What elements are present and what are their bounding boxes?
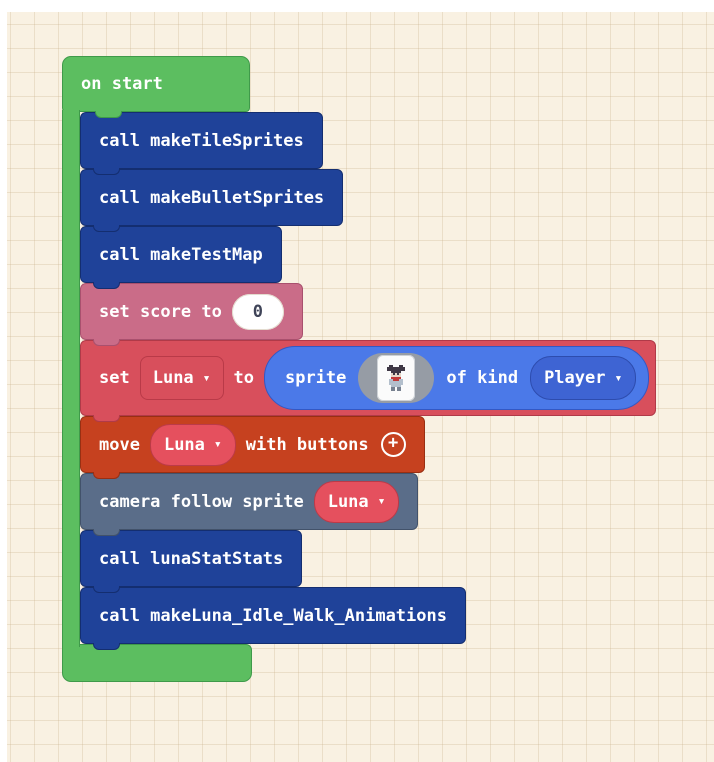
chevron-down-icon: ▾ — [202, 370, 211, 386]
on-start-label: on start — [81, 74, 163, 94]
on-start-bottom-bar[interactable] — [62, 644, 252, 682]
chevron-down-icon: ▾ — [614, 370, 623, 386]
block-tab — [93, 586, 120, 593]
call-maketestmap-block[interactable]: call makeTestMap — [80, 226, 282, 289]
pixel-sprite-icon — [387, 365, 406, 391]
call-makebulletsprites-block[interactable]: call makeBulletSprites — [80, 169, 344, 232]
call-label: call makeTestMap — [99, 244, 263, 265]
of-kind-label: of kind — [446, 368, 519, 388]
call-lunastatstats-block[interactable]: call lunaStatStats — [80, 530, 303, 593]
block-tab — [95, 111, 122, 118]
camera-follow-label: camera follow sprite — [99, 491, 304, 512]
with-buttons-label: with buttons — [245, 434, 369, 455]
camera-follow-block[interactable]: camera follow sprite Luna ▾ — [80, 473, 419, 536]
variable-dropdown[interactable]: Luna ▾ — [139, 356, 224, 400]
sprite-kind-value: Player — [544, 368, 606, 388]
variable-pill-dropdown[interactable]: Luna ▾ — [313, 480, 400, 523]
sprite-reporter-block[interactable]: sprite — [263, 346, 650, 410]
call-maketilesprites-block[interactable]: call makeTileSprites — [80, 112, 323, 175]
expand-plus-icon[interactable]: + — [380, 432, 406, 457]
call-label: call makeBulletSprites — [99, 187, 325, 208]
variable-name: Luna — [152, 368, 194, 388]
on-start-block[interactable]: on start — [62, 56, 250, 118]
block-tab — [93, 282, 120, 289]
plus-glyph: + — [387, 433, 399, 453]
set-score-label: set score to — [99, 301, 222, 322]
block-tab — [93, 168, 120, 175]
variable-name: Luna — [163, 434, 205, 455]
sprite-image-thumbnail[interactable] — [377, 355, 416, 401]
sprite-label: sprite — [284, 368, 347, 388]
chevron-down-icon: ▾ — [377, 494, 386, 509]
variable-pill-dropdown[interactable]: Luna ▾ — [149, 423, 236, 466]
block-tab — [93, 415, 120, 422]
block-tab — [93, 643, 120, 650]
call-label: call makeTileSprites — [99, 130, 304, 151]
move-with-buttons-block[interactable]: move Luna ▾ with buttons + — [80, 416, 425, 479]
set-variable-block[interactable]: set Luna ▾ to sprite — [80, 340, 657, 422]
call-label: call lunaStatStats — [99, 548, 284, 569]
call-label: call makeLuna_Idle_Walk_Animations — [99, 605, 447, 626]
set-score-block[interactable]: set score to 0 — [80, 283, 303, 346]
workspace-canvas[interactable]: on start call makeTileSprites call makeB… — [7, 12, 714, 762]
block-tab — [93, 529, 120, 536]
block-tab — [93, 225, 120, 232]
variable-name: Luna — [327, 491, 369, 512]
sprite-image-field[interactable] — [358, 353, 435, 403]
sprite-kind-dropdown[interactable]: Player ▾ — [530, 356, 637, 400]
to-label: to — [233, 368, 254, 388]
set-label: set — [99, 368, 130, 388]
block-stack: on start call makeTileSprites call makeB… — [7, 12, 714, 762]
block-tab — [93, 339, 120, 346]
call-makeluna-animations-block[interactable]: call makeLuna_Idle_Walk_Animations — [80, 587, 466, 650]
chevron-down-icon: ▾ — [213, 437, 222, 452]
block-tab — [93, 472, 120, 479]
score-value-input[interactable]: 0 — [231, 293, 284, 330]
on-start-spine[interactable] — [62, 110, 80, 647]
move-label: move — [99, 434, 140, 455]
